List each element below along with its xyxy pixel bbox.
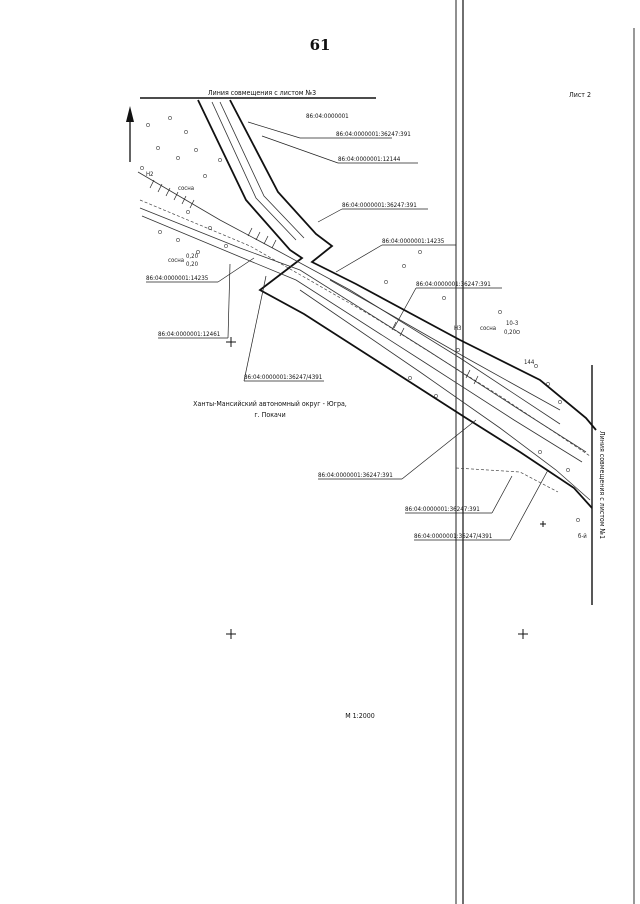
- top-match-line-label: Линия совмещения с листом №3: [208, 89, 316, 97]
- tree-count: 144: [524, 359, 535, 366]
- parcel-label: 86:04:0000001:12144: [338, 156, 401, 163]
- tree-note: сосна: [480, 325, 496, 332]
- tree-fraction-top: 0,20: [186, 253, 199, 260]
- tree-note: сосна: [168, 257, 184, 264]
- survey-line: [139, 199, 591, 493]
- parcel-label: 86:04:0000001:12461: [158, 331, 221, 338]
- point-mark: Н3: [454, 325, 462, 332]
- right-match-line-label: Линия совмещения с листом №1: [598, 431, 606, 539]
- tree-note: сосна: [178, 185, 194, 192]
- parcel-label: 86:04:0000001: [306, 113, 349, 120]
- sheet-label: Лист 2: [569, 91, 591, 99]
- tree-fraction-bottom: 0,20: [504, 329, 517, 336]
- hatch-strip: [149, 179, 479, 385]
- north-arrow-icon: [126, 106, 134, 162]
- map-scale: М 1:2000: [345, 712, 375, 720]
- region-caption-line1: Ханты-Мансийский автономный округ - Югра…: [193, 400, 347, 408]
- tree-fraction-top: 10-3: [506, 320, 518, 327]
- parcel-label: 86:04:0000001:36247/4391: [244, 374, 323, 381]
- parcel-label: 86:04:0000001:36247:391: [318, 472, 393, 479]
- region-caption-line2: г. Покачи: [254, 411, 285, 419]
- parcel-label: 86:04:0000001:14235: [382, 238, 445, 245]
- parcel-label: 86:04:0000001:36247:391: [405, 506, 480, 513]
- parcel-label: 86:04:0000001:36247:391: [336, 131, 411, 138]
- pipeline-lines: [137, 101, 591, 501]
- point-mark: б-й: [578, 533, 587, 540]
- page-number: 61: [309, 36, 331, 54]
- parcel-label: 86:04:0000001:14235: [146, 275, 209, 282]
- tree-fraction-bottom: 0,20: [186, 261, 199, 268]
- page-edge-lines: [455, 0, 635, 904]
- registration-marks: [226, 337, 546, 639]
- leader-lines: [146, 121, 549, 541]
- vegetation-symbols: [140, 116, 580, 522]
- point-mark: Н2: [146, 171, 154, 178]
- corridor-boundaries: [197, 99, 597, 509]
- parcel-label: 86:04:0000001:36247:391: [416, 281, 491, 288]
- parcel-label: 86:04:0000001:36247:391: [342, 202, 417, 209]
- parcel-label: 86:04:0000001:36247/4391: [414, 533, 493, 540]
